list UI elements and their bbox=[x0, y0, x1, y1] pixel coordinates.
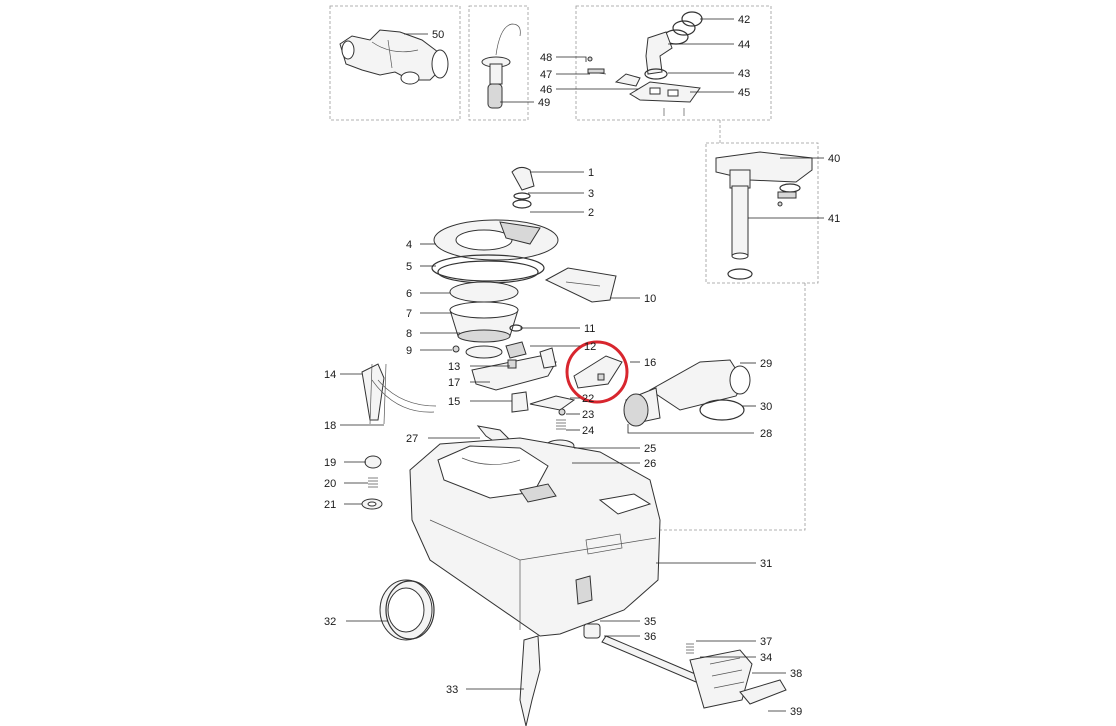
callout-46: 46 bbox=[540, 84, 552, 96]
detail-box-49 bbox=[468, 5, 529, 121]
connector-line bbox=[660, 283, 806, 531]
callout-37: 37 bbox=[760, 636, 772, 648]
callout-1: 1 bbox=[588, 167, 594, 179]
callout-33: 33 bbox=[446, 684, 458, 696]
callout-19: 19 bbox=[324, 457, 336, 469]
callout-21: 21 bbox=[324, 499, 336, 511]
callout-49: 49 bbox=[538, 97, 550, 109]
part-31-tank bbox=[409, 437, 661, 637]
callout-7: 7 bbox=[406, 308, 412, 320]
callout-22: 22 bbox=[582, 393, 594, 405]
callout-50: 50 bbox=[432, 29, 444, 41]
callout-39: 39 bbox=[790, 706, 802, 718]
part-12-17-mechanism bbox=[471, 341, 557, 391]
part-4-9-bowl-assembly bbox=[431, 219, 559, 359]
callout-35: 35 bbox=[644, 616, 656, 628]
callout-31: 31 bbox=[760, 558, 772, 570]
callout-5: 5 bbox=[406, 261, 412, 273]
callout-6: 6 bbox=[406, 288, 412, 300]
callout-42: 42 bbox=[738, 14, 750, 26]
callout-40: 40 bbox=[828, 153, 840, 165]
callout-27: 27 bbox=[406, 433, 418, 445]
callout-15: 15 bbox=[448, 396, 460, 408]
callout-29: 29 bbox=[760, 358, 772, 370]
part-49-sensor bbox=[481, 23, 521, 109]
part-15-22-24-levers bbox=[511, 391, 576, 430]
callout-44: 44 bbox=[738, 39, 750, 51]
callout-38: 38 bbox=[790, 668, 802, 680]
callout-30: 30 bbox=[760, 401, 772, 413]
callout-9: 9 bbox=[406, 345, 412, 357]
callout-3: 3 bbox=[588, 188, 594, 200]
callout-2: 2 bbox=[588, 207, 594, 219]
detail-box-50 bbox=[329, 5, 461, 121]
part-33-handle bbox=[519, 635, 541, 726]
callout-32: 32 bbox=[324, 616, 336, 628]
callout-24: 24 bbox=[582, 425, 594, 437]
callout-20: 20 bbox=[324, 478, 336, 490]
callout-14: 14 bbox=[324, 369, 336, 381]
callout-12: 12 bbox=[584, 341, 596, 353]
detail-boxes bbox=[329, 5, 819, 531]
detail-box-42-48 bbox=[575, 5, 772, 121]
callout-28: 28 bbox=[760, 428, 772, 440]
part-1-3-knob bbox=[511, 166, 535, 209]
highlight-circle bbox=[565, 340, 629, 404]
part-28-30-outlet-pipe bbox=[623, 359, 751, 427]
part-34-39-rod-assembly bbox=[583, 623, 787, 709]
callout-25: 25 bbox=[644, 443, 656, 455]
callout-23: 23 bbox=[582, 409, 594, 421]
part-10-cover bbox=[544, 267, 617, 303]
callout-36: 36 bbox=[644, 631, 656, 643]
detail-box-40-41 bbox=[705, 142, 819, 284]
callout-48: 48 bbox=[540, 52, 552, 64]
part-16-cap bbox=[565, 340, 629, 404]
callout-13: 13 bbox=[448, 361, 460, 373]
callout-labels: 1 2 3 4 5 6 7 8 9 10 11 12 13 14 15 16 1… bbox=[324, 14, 840, 718]
part-42-48-outlet-assembly bbox=[587, 11, 703, 116]
part-14-18-bracket bbox=[361, 363, 437, 425]
part-19-21-small-parts bbox=[361, 455, 383, 510]
callout-18: 18 bbox=[324, 420, 336, 432]
callout-34: 34 bbox=[760, 652, 772, 664]
callout-4: 4 bbox=[406, 239, 412, 251]
leader-lines bbox=[340, 18, 824, 712]
part-40-41-tank-pipe bbox=[715, 151, 813, 280]
callout-43: 43 bbox=[738, 68, 750, 80]
callout-47: 47 bbox=[540, 69, 552, 81]
callout-26: 26 bbox=[644, 458, 656, 470]
callout-11: 11 bbox=[584, 323, 595, 335]
callout-41: 41 bbox=[828, 213, 840, 225]
callout-10: 10 bbox=[644, 293, 656, 305]
callout-17: 17 bbox=[448, 377, 460, 389]
callout-16: 16 bbox=[644, 357, 656, 369]
part-50-pump bbox=[339, 29, 449, 85]
callout-45: 45 bbox=[738, 87, 750, 99]
callout-8: 8 bbox=[406, 328, 412, 340]
part-32-wheel bbox=[379, 579, 435, 641]
